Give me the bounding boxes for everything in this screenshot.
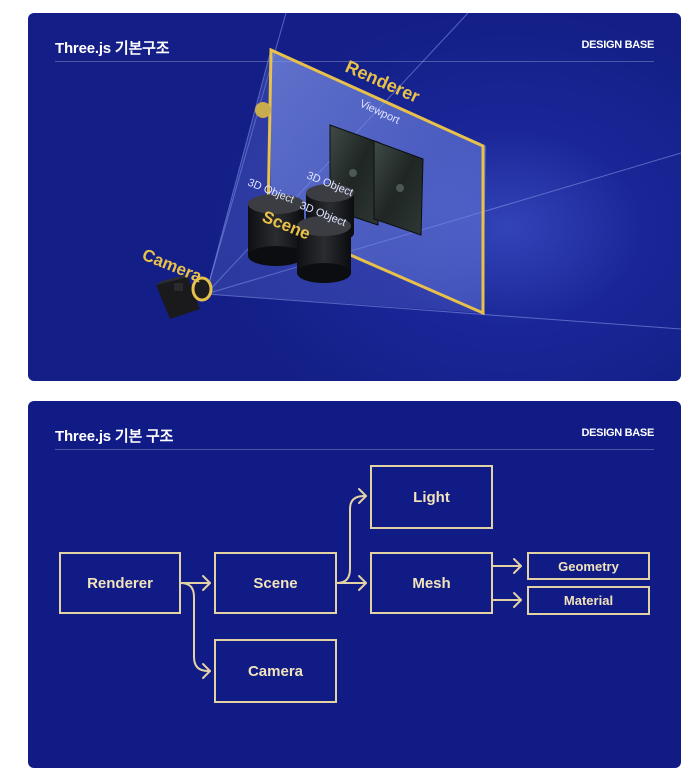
threejs-structure-illustration: Renderer Viewport 3D Object 3D Object 3D… [140,13,681,330]
node-mesh: Mesh [370,552,493,614]
renderer-frame [266,47,485,316]
diagram-connectors [180,488,522,679]
node-light: Light [370,465,493,529]
node-camera: Camera [214,639,337,703]
divider [55,449,654,450]
brand-logo: DESIGN BASE [581,427,655,439]
illustration-panel: Three.js 기본구조 DESIGN BASE [28,13,681,381]
node-renderer: Renderer [59,552,181,614]
diagram-title: Three.js 기본 구조 [55,428,174,445]
object-cylinder-left [248,194,304,266]
object-cylinder-front [297,216,351,283]
illustration-title: Three.js 기본구조 [55,40,170,57]
node-geometry: Geometry [527,552,650,580]
edge-scene-light [336,495,367,584]
diagram-panel: Three.js 기본 구조 DESIGN BASE Renderer Scen… [28,401,681,768]
divider [55,61,654,62]
node-material: Material [527,586,650,615]
edge-renderer-camera [180,582,211,672]
brand-logo: DESIGN BASE [581,39,655,51]
camera-model [156,273,213,319]
light-sphere [255,102,271,118]
node-scene: Scene [214,552,337,614]
